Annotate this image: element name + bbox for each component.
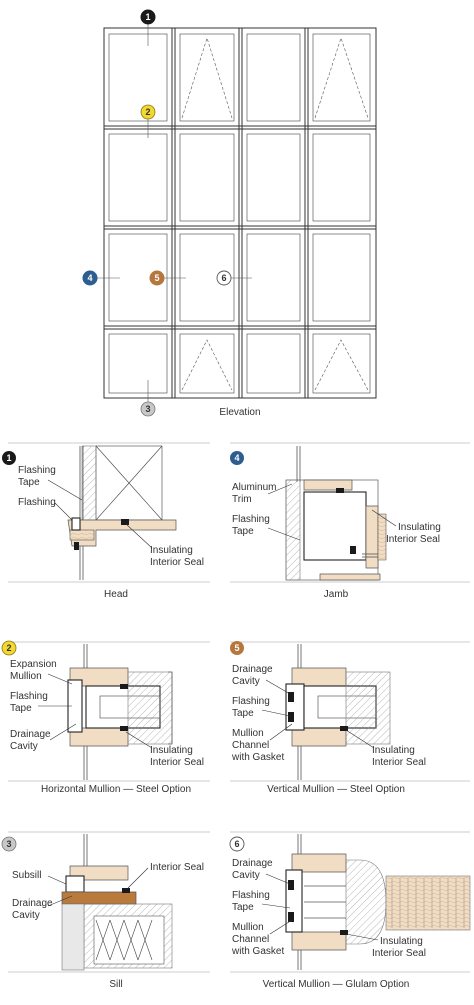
label-interior-seal-h: Interior Seal	[150, 757, 204, 768]
detail-vertical-mullion-glulam: 6 Drainage Cavity Flashing Tape Mullion …	[229, 831, 471, 990]
caption-head: Head	[104, 589, 128, 600]
svg-text:2: 2	[145, 107, 150, 117]
label-drainage-cavity-v-2: Cavity	[232, 676, 260, 687]
caption-vertical-mullion-steel: Vertical Mullion — Steel Option	[267, 784, 405, 795]
caption-horizontal-mullion: Horizontal Mullion — Steel Option	[41, 784, 191, 795]
svg-text:6: 6	[221, 273, 226, 283]
label-drainage-cavity-h: Drainage	[10, 729, 51, 740]
label-aluminum-trim: Aluminum	[232, 482, 276, 493]
label-flashing-tape-v: Flashing	[232, 696, 270, 707]
label-insulating: Insulating	[150, 545, 193, 556]
caption-sill: Sill	[109, 979, 122, 990]
marker-4: 4	[82, 270, 98, 286]
label-aluminum-trim-2: Trim	[232, 494, 252, 505]
label-interior-seal-g: Interior Seal	[372, 948, 426, 959]
elevation-drawing: 1 2 4 5 6 3 Elevation	[82, 9, 377, 418]
detail-vertical-mullion-steel: 5 Drainage Cavity Flashing Tape Mullion …	[230, 641, 470, 795]
marker-6: 6	[216, 270, 232, 286]
label-insulating-g: Insulating	[380, 936, 423, 947]
label-subsill: Subsill	[12, 870, 41, 881]
label-drainage-cavity-sill: Drainage	[12, 898, 53, 909]
label-flashing-tape-g: Flashing	[232, 890, 270, 901]
marker-4-detail: 4	[234, 453, 239, 463]
label-drainage-cavity-g-2: Cavity	[232, 870, 260, 881]
label-flashing-tape-g-2: Tape	[232, 902, 254, 913]
label-mullion-channel-v-2: Channel	[232, 740, 269, 751]
label-drainage-cavity-v: Drainage	[232, 664, 273, 675]
label-flashing-tape-h-2: Tape	[10, 703, 32, 714]
marker-2: 2	[140, 104, 156, 120]
caption-jamb: Jamb	[324, 589, 349, 600]
label-drainage-cavity-sill-2: Cavity	[12, 910, 40, 921]
label-interior-seal: Interior Seal	[150, 557, 204, 568]
label-interior-seal-jamb: Interior Seal	[386, 534, 440, 545]
elevation-title: Elevation	[219, 407, 260, 418]
svg-text:4: 4	[87, 273, 92, 283]
label-insulating-h: Insulating	[150, 745, 193, 756]
marker-1: 1	[140, 9, 156, 25]
marker-3-detail: 3	[6, 839, 11, 849]
label-mullion-channel-v: Mullion	[232, 728, 264, 739]
svg-text:3: 3	[145, 404, 150, 414]
label-expansion-mullion-2: Mullion	[10, 671, 42, 682]
marker-3: 3	[140, 401, 156, 417]
label-flashing-tape-h: Flashing	[10, 691, 48, 702]
svg-text:1: 1	[145, 12, 150, 22]
label-expansion-mullion: Expansion	[10, 659, 57, 670]
label-flashing: Flashing	[18, 497, 56, 508]
label-flashing-tape-jamb-2: Tape	[232, 526, 254, 537]
svg-text:5: 5	[154, 273, 159, 283]
label-flashing-tape: Flashing	[18, 465, 56, 476]
detail-head: 1 Flashing Tape Flashing Insulating Inte…	[2, 442, 210, 600]
detail-horizontal-mullion: 2 Expansion Mullion Flashing Tape Draina…	[1, 640, 210, 795]
label-mullion-channel-g-2: Channel	[232, 934, 269, 945]
marker-5: 5	[149, 270, 165, 286]
label-insulating-v: Insulating	[372, 745, 415, 756]
label-mullion-channel-v-3: with Gasket	[231, 752, 284, 763]
marker-5-detail: 5	[234, 643, 239, 653]
detail-jamb: 4 Aluminum Trim Flashing Tape Insulating…	[230, 442, 470, 600]
label-insulating-jamb: Insulating	[398, 522, 441, 533]
label-mullion-channel-g: Mullion	[232, 922, 264, 933]
label-flashing-tape-2: Tape	[18, 477, 40, 488]
label-drainage-cavity-g: Drainage	[232, 858, 273, 869]
label-interior-seal-sill: Interior Seal	[150, 862, 204, 873]
marker-2-detail: 2	[6, 643, 11, 653]
label-interior-seal-v: Interior Seal	[372, 757, 426, 768]
marker-1-detail: 1	[6, 453, 11, 463]
label-flashing-tape-v-2: Tape	[232, 708, 254, 719]
elevation-mullions	[104, 28, 376, 398]
label-mullion-channel-g-3: with Gasket	[231, 946, 284, 957]
marker-6-detail: 6	[234, 839, 239, 849]
elevation-panes	[108, 33, 371, 394]
detail-sill: 3 Subsill Interior Seal Drainage Cavity …	[1, 831, 210, 990]
operable-sash-indicators	[181, 36, 369, 391]
caption-vertical-mullion-glulam: Vertical Mullion — Glulam Option	[263, 979, 410, 990]
label-drainage-cavity-h-2: Cavity	[10, 741, 38, 752]
label-flashing-tape-jamb: Flashing	[232, 514, 270, 525]
